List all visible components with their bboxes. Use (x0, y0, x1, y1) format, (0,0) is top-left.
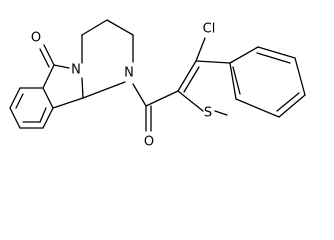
bond (183, 66, 200, 93)
bond (106, 19, 134, 36)
chemical-structure-diagram: O N N O S Cl (9, 19, 306, 150)
bond (9, 87, 21, 109)
bond-lines (9, 19, 306, 132)
bond (256, 52, 291, 64)
bond (42, 64, 55, 89)
nitrogen-label-lactam: N (71, 63, 81, 78)
oxygen-label-lactam: O (31, 31, 41, 46)
bond (52, 97, 84, 109)
bond (42, 87, 54, 109)
bond (145, 90, 179, 107)
bond (294, 57, 306, 96)
bond (39, 48, 50, 68)
bond (42, 107, 54, 129)
bond (276, 92, 300, 112)
bond (195, 37, 206, 62)
bond (177, 60, 197, 92)
bond (82, 81, 126, 99)
bond (195, 60, 231, 64)
chlorine-label: Cl (203, 22, 216, 37)
bond (132, 83, 147, 107)
bond (81, 19, 108, 36)
bond (229, 62, 237, 100)
oxygen-label-amide: O (144, 135, 154, 150)
bond (229, 46, 259, 64)
bond (235, 98, 280, 118)
bond (257, 46, 296, 59)
bond (9, 107, 21, 129)
bond (53, 64, 70, 69)
bond (43, 44, 55, 66)
bond (39, 107, 47, 123)
atom-labels: O N N O S Cl (31, 22, 215, 150)
sulfur-label: S (204, 106, 212, 121)
bond (177, 90, 204, 112)
bond (15, 93, 24, 109)
nitrogen-label-amide: N (124, 66, 134, 81)
bond (232, 66, 241, 95)
bond (81, 77, 84, 99)
bond (214, 110, 228, 116)
bond (278, 94, 306, 118)
